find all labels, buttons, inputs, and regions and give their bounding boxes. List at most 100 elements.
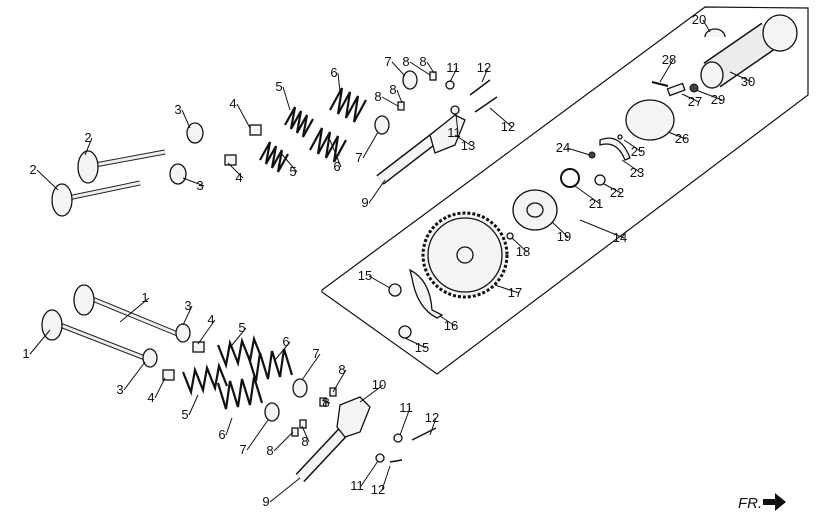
leader-line [274, 341, 291, 361]
circlip [560, 168, 580, 188]
callout-1: 1 [22, 346, 29, 361]
callout-30: 30 [741, 74, 755, 89]
dowel-pin [666, 82, 686, 97]
camshaft-assembly-box [321, 6, 809, 375]
leader-line [337, 72, 341, 93]
valve-cotter [429, 71, 437, 81]
callout-5: 5 [181, 407, 188, 422]
leader-line [429, 417, 437, 436]
callout-8: 8 [419, 54, 426, 69]
valve-seal [186, 122, 204, 144]
callout-5: 5 [275, 79, 282, 94]
valve-upper-2 [51, 180, 141, 217]
callout-26: 26 [675, 131, 689, 146]
spring-retainer [264, 402, 280, 422]
leader-line [409, 61, 431, 76]
callout-19: 19 [557, 229, 571, 244]
arrow-right-icon [763, 493, 786, 511]
leader-line [404, 337, 427, 349]
callout-12: 12 [425, 410, 439, 425]
outer-spring [329, 87, 367, 123]
inner-spring [284, 106, 314, 138]
leader-line [681, 93, 700, 103]
callout-7: 7 [355, 150, 362, 165]
leader-line [381, 465, 391, 491]
chain-guide [409, 268, 444, 319]
callout-17: 17 [508, 285, 522, 300]
callout-12: 12 [501, 119, 515, 134]
inner-spring [181, 362, 229, 396]
inner-spring [259, 141, 289, 173]
leader-line [566, 147, 591, 156]
valve-seal [175, 323, 191, 343]
leader-line [29, 329, 51, 355]
callout-29: 29 [711, 92, 725, 107]
leader-line [439, 315, 456, 327]
callout-4: 4 [229, 96, 236, 111]
callout-20: 20 [692, 12, 706, 27]
callout-12: 12 [477, 60, 491, 75]
leader-line [197, 319, 216, 345]
leader-line [359, 384, 384, 403]
nut [450, 105, 460, 115]
bolt [398, 325, 412, 339]
callout-3: 3 [116, 382, 123, 397]
callout-4: 4 [147, 390, 154, 405]
leader-line [188, 394, 199, 416]
leader-line [236, 103, 251, 129]
leader-line [301, 425, 310, 443]
leader-line [449, 67, 458, 83]
leader-line [227, 327, 247, 351]
callout-22: 22 [610, 185, 624, 200]
callout-8: 8 [266, 443, 273, 458]
callout-13: 13 [461, 138, 475, 153]
leader-line [574, 185, 601, 205]
leader-line [455, 113, 459, 134]
spring-retainer [374, 115, 390, 135]
leader-line [623, 139, 643, 153]
decompressor-plate [625, 99, 675, 141]
adjust-screw [389, 427, 437, 463]
spring-retainer [292, 378, 308, 398]
callout-2: 2 [84, 130, 91, 145]
valve-cotter [299, 419, 307, 429]
spring-seat [224, 154, 237, 166]
leader-line [269, 477, 301, 503]
callout-25: 25 [631, 144, 645, 159]
leader-line [481, 67, 489, 83]
roller [594, 174, 606, 186]
spring-seat [162, 369, 175, 381]
callout-7: 7 [384, 54, 391, 69]
callout-18: 18 [516, 244, 530, 259]
callout-8: 8 [402, 54, 409, 69]
pin [506, 232, 514, 240]
outer-spring [246, 348, 294, 382]
decompressor-spring-arm [599, 137, 631, 161]
valve-lower-1 [73, 284, 181, 338]
callout-11: 11 [446, 60, 460, 75]
leader-line [181, 109, 191, 129]
callout-6: 6 [218, 427, 225, 442]
nut [375, 453, 385, 463]
leader-line [399, 407, 411, 436]
callout-4: 4 [207, 312, 214, 327]
leader-line [695, 89, 723, 101]
bolt [388, 283, 402, 297]
leader-line [227, 162, 244, 179]
nut [393, 433, 403, 443]
callout-8: 8 [389, 82, 396, 97]
callout-6: 6 [282, 334, 289, 349]
callout-6: 6 [330, 65, 337, 80]
leader-line [729, 71, 753, 83]
callout-8: 8 [374, 89, 381, 104]
valve-cotter [397, 101, 405, 111]
leader-line [391, 61, 406, 77]
leader-line [246, 419, 269, 451]
callout-3: 3 [174, 102, 181, 117]
leader-line [368, 179, 386, 204]
leader-line [273, 431, 294, 452]
callout-11: 11 [399, 400, 413, 415]
callout-24: 24 [556, 140, 570, 155]
